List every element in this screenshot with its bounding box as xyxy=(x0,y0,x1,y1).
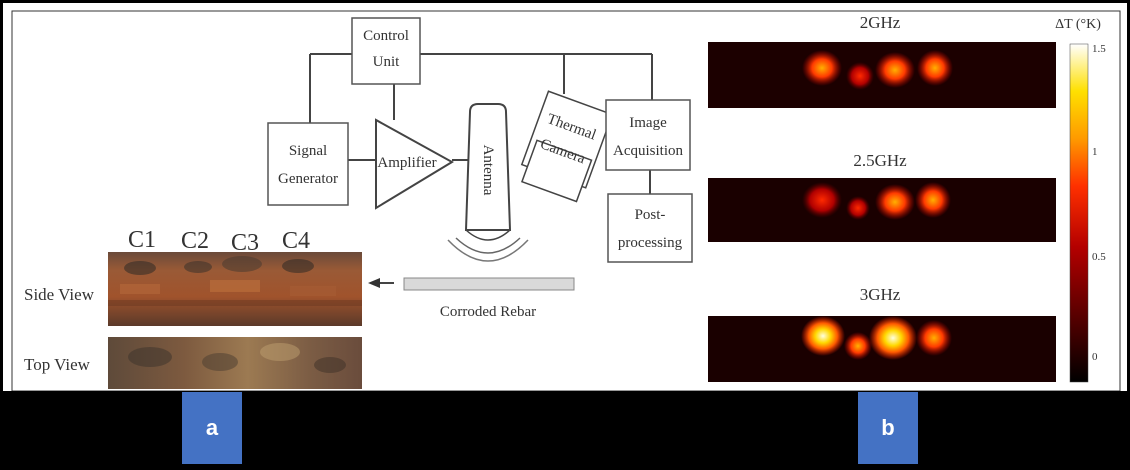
column-label-c2: C2 xyxy=(181,228,209,254)
post-processing-label-2: processing xyxy=(618,235,683,251)
image-acquisition-label-2: Acquisition xyxy=(613,143,683,159)
colorbar-tick-0-5: 0.5 xyxy=(1092,251,1106,263)
control-unit-box: Control Unit xyxy=(352,18,420,84)
post-processing-label-1: Post- xyxy=(635,207,666,223)
colorbar xyxy=(1070,44,1088,382)
side-view-label: Side View xyxy=(24,285,95,304)
top-view-label: Top View xyxy=(24,355,91,374)
image-acquisition-box: Image Acquisition xyxy=(606,100,690,170)
control-unit-label-2: Unit xyxy=(373,54,401,70)
heatmap-title-2-5ghz: 2.5GHz xyxy=(853,151,907,170)
control-unit-label-1: Control xyxy=(363,28,409,44)
panel-label-b: b xyxy=(858,392,918,464)
signal-generator-label-1: Signal xyxy=(289,143,327,159)
colorbar-title: ΔT (°K) xyxy=(1055,17,1101,32)
heatmap-panel: 2GHz 2.5GHz 3GHz ΔT (°K) 1.5 1 0.5 xyxy=(708,13,1106,382)
heatmap-title-3ghz: 3GHz xyxy=(860,285,901,304)
panel-label-a: a xyxy=(182,392,242,464)
bottom-band xyxy=(2,391,1128,467)
post-processing-box: Post- processing xyxy=(608,194,692,262)
amplifier-label: Amplifier xyxy=(377,155,436,171)
antenna-label: Antenna xyxy=(480,145,496,196)
column-label-c1: C1 xyxy=(128,227,156,253)
column-label-c4: C4 xyxy=(282,228,310,254)
heatmap-title-2ghz: 2GHz xyxy=(860,13,901,32)
signal-generator-box: Signal Generator xyxy=(268,123,348,205)
colorbar-tick-1: 1 xyxy=(1092,146,1098,158)
image-acquisition-label-1: Image xyxy=(629,115,667,131)
heatmap-3ghz-spots xyxy=(801,316,952,360)
signal-generator-label-2: Generator xyxy=(278,171,338,187)
colorbar-tick-1-5: 1.5 xyxy=(1092,43,1106,55)
corroded-rebar-label: Corroded Rebar xyxy=(440,304,536,320)
colorbar-tick-0: 0 xyxy=(1092,351,1098,363)
